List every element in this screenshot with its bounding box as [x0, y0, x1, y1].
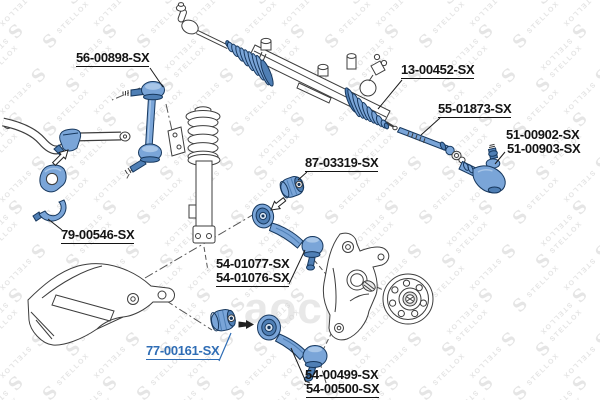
steering-bellow-right-part[interactable]	[343, 87, 390, 130]
wheel-hub	[382, 273, 434, 325]
svg-text:S: S	[344, 0, 367, 9]
label-tie-rod-end-a[interactable]: 51-00902-SX	[506, 127, 580, 142]
lower-control-arm-part[interactable]	[257, 314, 328, 387]
svg-text:STELLOX: STELLOX	[162, 389, 197, 400]
svg-text:STELLOX: STELLOX	[0, 44, 20, 79]
svg-text:STELLOX: STELLOX	[0, 389, 9, 400]
steering-bellow-left-part[interactable]	[225, 40, 276, 87]
label-upper-arm-bushing[interactable]: 87-03319-SX	[305, 155, 379, 172]
svg-text:S: S	[250, 0, 273, 9]
upper-control-arm-part[interactable]	[250, 202, 324, 271]
tie-rod-end-part[interactable]	[458, 143, 506, 194]
label-axial-rod[interactable]: 55-01873-SX	[438, 101, 512, 118]
arrow-to-lower-arm	[238, 320, 254, 329]
svg-text:STELLOX: STELLOX	[0, 308, 20, 343]
upper-arm-bushing-part[interactable]	[278, 174, 306, 200]
stabilizer-bushing-part[interactable]	[32, 164, 67, 222]
arrow-to-bar-bracket	[51, 149, 69, 167]
subframe	[27, 263, 175, 346]
label-tie-rod-end-b[interactable]: 51-00903-SX	[507, 141, 581, 156]
label-subframe-bushing-link[interactable]: 77-00161-SX	[146, 343, 220, 360]
label-upper-arm-b[interactable]: 54-01076-SX	[216, 270, 290, 287]
label-stabilizer-bushing[interactable]: 79-00546-SX	[61, 227, 135, 244]
label-upper-arm-a[interactable]: 54-01077-SX	[216, 256, 290, 271]
svg-text:S: S	[62, 0, 85, 9]
strut-with-spring	[167, 106, 221, 244]
svg-text:S: S	[590, 239, 600, 262]
svg-text:S: S	[590, 151, 600, 174]
svg-text:STELLOX: STELLOX	[256, 389, 291, 400]
direction-arrows	[51, 149, 287, 329]
label-lower-arm-a[interactable]: 54-00499-SX	[305, 367, 379, 382]
label-stabilizer-link[interactable]: 56-00898-SX	[76, 50, 150, 67]
svg-text:STELLOX: STELLOX	[0, 220, 20, 255]
arrow-to-upper-arm	[270, 196, 287, 211]
label-lower-arm-b[interactable]: 54-00500-SX	[306, 381, 380, 398]
svg-text:STELLOX: STELLOX	[538, 389, 573, 400]
svg-text:S: S	[156, 0, 179, 9]
lock-nut-and-washer	[451, 150, 466, 164]
stabilizer-link-part[interactable]	[122, 81, 165, 175]
svg-text:STELLOX: STELLOX	[444, 389, 479, 400]
steering-knuckle	[322, 232, 390, 341]
svg-text:S: S	[590, 63, 600, 86]
svg-text:S: S	[590, 327, 600, 350]
left-tie-rod-end-outline	[175, 2, 229, 50]
subframe-bushing-part[interactable]	[209, 308, 237, 333]
svg-text:STELLOX: STELLOX	[68, 389, 103, 400]
sway-bar-bracket-part[interactable]	[53, 128, 82, 157]
label-steering-bellow[interactable]: 13-00452-SX	[401, 62, 475, 79]
label-leader-lines	[47, 67, 506, 383]
svg-text:S: S	[532, 0, 555, 9]
svg-text:S: S	[438, 0, 461, 9]
svg-text:STELLOX: STELLOX	[0, 132, 20, 167]
axial-rod-part[interactable]	[396, 126, 455, 156]
